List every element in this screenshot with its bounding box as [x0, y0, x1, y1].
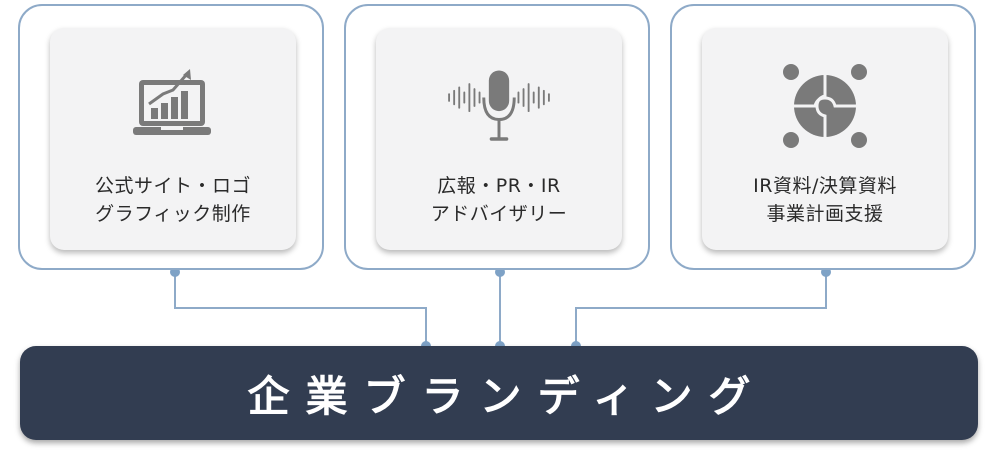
banner-title: 企業ブランディング [247, 371, 767, 421]
laptop-chart-icon [118, 56, 228, 156]
label-line2: グラフィック制作 [95, 203, 251, 225]
service-card-inner: IR資料/決算資料 事業計画支援 [702, 28, 948, 250]
label-line2: 事業計画支援 [766, 203, 884, 225]
label-line1: 広報・PR・IR [437, 175, 561, 197]
service-card-design: 公式サイト・ロゴ グラフィック制作 [18, 4, 324, 270]
service-card-ir: IR資料/決算資料 事業計画支援 [670, 4, 976, 270]
label-line2: アドバイザリー [430, 203, 568, 225]
service-card-inner: 公式サイト・ロゴ グラフィック制作 [50, 28, 296, 250]
service-card-label: IR資料/決算資料 事業計画支援 [753, 172, 897, 228]
puzzle-team-icon [770, 56, 880, 156]
label-line1: 公式サイト・ロゴ [94, 175, 251, 197]
branding-banner: 企業ブランディング [20, 346, 978, 440]
service-card-label: 広報・PR・IR アドバイザリー [431, 172, 568, 228]
service-card-pr: 広報・PR・IR アドバイザリー [344, 4, 650, 270]
label-line1: IR資料/決算資料 [753, 175, 897, 197]
microphone-icon [444, 56, 554, 156]
service-card-inner: 広報・PR・IR アドバイザリー [376, 28, 622, 250]
service-card-label: 公式サイト・ロゴ グラフィック制作 [95, 172, 251, 228]
